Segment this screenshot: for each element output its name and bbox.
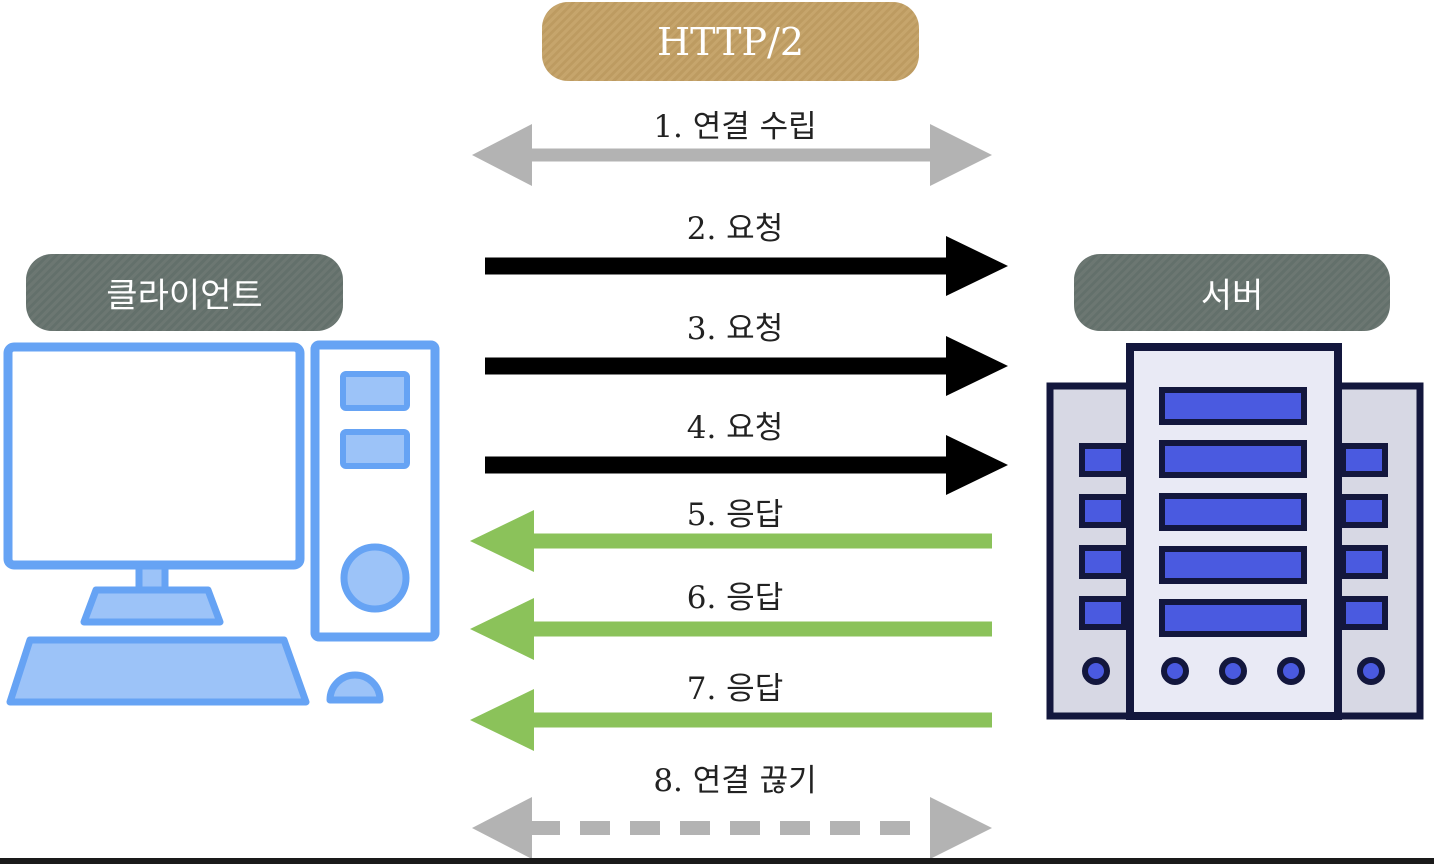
- protocol-badge: HTTP/2: [542, 2, 919, 81]
- client-badge: 클라이언트: [26, 254, 343, 331]
- step-2-label: 2. 요청: [686, 211, 784, 247]
- server-rack-icon: [1046, 343, 1424, 720]
- step-6-label: 6. 응답: [686, 580, 784, 616]
- step-1-label: 1. 연결 수립: [653, 109, 817, 145]
- server-badge: 서버: [1074, 254, 1390, 331]
- step-3-arrow: [485, 336, 1008, 396]
- step-8-arrow: [472, 797, 992, 859]
- step-3-label: 3. 요청: [686, 311, 784, 347]
- step-5-label: 5. 응답: [686, 497, 784, 533]
- step-4-arrow: [485, 435, 1008, 495]
- step-5-arrow: [470, 510, 992, 572]
- step-7-arrow: [470, 689, 992, 751]
- step-8-label: 8. 연결 끊기: [653, 763, 817, 799]
- step-7-label: 7. 응답: [686, 671, 784, 707]
- step-2-arrow: [485, 236, 1008, 296]
- step-1-arrow: [472, 124, 992, 186]
- step-4-label: 4. 요청: [686, 410, 784, 446]
- protocol-label: HTTP/2: [656, 19, 805, 64]
- client-label: 클라이언트: [106, 276, 263, 316]
- step-6-arrow: [470, 598, 992, 660]
- desktop-computer-icon: [3, 340, 440, 706]
- bottom-border: [0, 858, 1434, 864]
- server-label: 서버: [1200, 276, 1264, 316]
